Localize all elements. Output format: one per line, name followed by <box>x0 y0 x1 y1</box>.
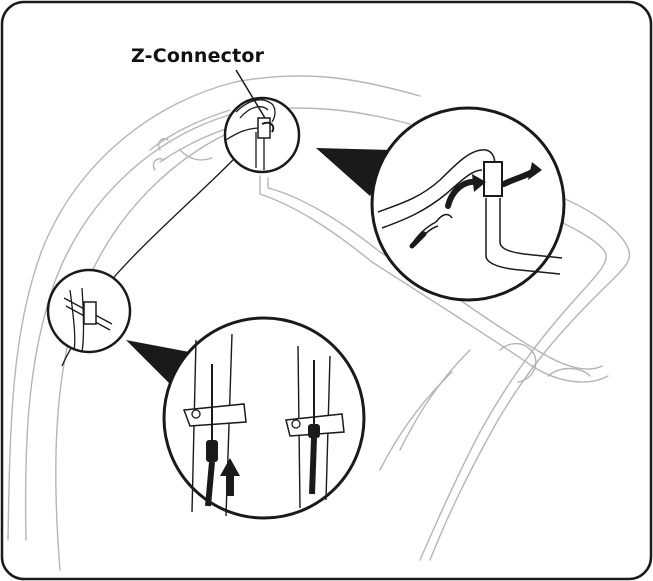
cable-ferrule-left <box>206 440 218 462</box>
z-connector-part <box>257 117 271 139</box>
z-connector-detail-circle <box>370 106 566 302</box>
z-connector-label: Z-Connector <box>131 45 265 67</box>
callout-leader-line <box>235 69 266 119</box>
z-connector-location-circle <box>223 96 301 174</box>
z-connector-large <box>483 161 503 197</box>
arrow-head-icon <box>528 162 542 180</box>
cable-guide-location-circle <box>46 268 132 354</box>
cable-ferrule-right <box>308 424 320 438</box>
arrow-head-icon <box>472 174 486 192</box>
guide-plate-left <box>182 403 247 427</box>
cable-guide-part <box>83 301 97 325</box>
arrow-up-icon <box>220 458 240 496</box>
cable-guide-detail-circle <box>162 316 366 520</box>
